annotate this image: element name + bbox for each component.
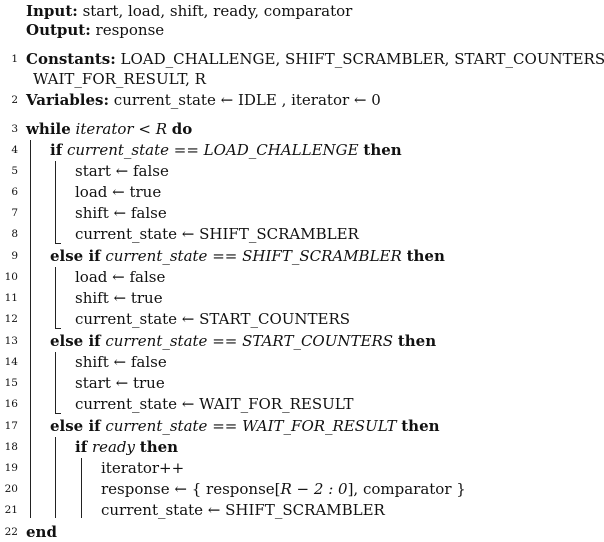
output-label: Output:	[26, 21, 91, 39]
line-number: 20	[4, 483, 18, 495]
algorithm-line: while iterator < R do	[26, 119, 192, 139]
condition: current_state	[105, 332, 208, 350]
algorithm-line: shift ← false	[75, 353, 167, 371]
elseif-block-end-tick	[55, 328, 61, 329]
condition: START_COUNTERS	[242, 332, 394, 350]
line-number: 12	[4, 313, 18, 325]
keyword: else if	[50, 417, 101, 435]
condition: LOAD_CHALLENGE	[203, 141, 359, 159]
algorithm-line: start ← true	[75, 374, 165, 392]
line-text: response ← { response[	[101, 480, 281, 498]
operator: ==	[207, 417, 243, 435]
line-number: 16	[4, 398, 18, 410]
keyword: if	[50, 141, 63, 159]
algorithm-line: if ready then	[75, 437, 178, 457]
algorithm-line: shift ← false	[75, 204, 167, 222]
operator: ==	[207, 332, 243, 350]
algorithm-line: else if current_state == WAIT_FOR_RESULT…	[50, 416, 440, 436]
condition: SHIFT_SCRAMBLER	[242, 247, 402, 265]
condition: ready	[91, 438, 136, 456]
algorithm-line: current_state ← WAIT_FOR_RESULT	[75, 395, 354, 413]
input-label: Input:	[26, 2, 78, 20]
keyword: while	[26, 120, 71, 138]
algorithm-line-continued: WAIT_FOR_RESULT, R	[33, 69, 206, 89]
line-number: 6	[11, 186, 18, 198]
line-number: 1	[11, 53, 18, 65]
keyword: then	[397, 332, 437, 350]
line-number: 19	[4, 462, 18, 474]
algorithm-line: iterator++	[101, 459, 185, 477]
line-text: current_state ← IDLE , iterator ← 0	[113, 91, 381, 109]
keyword: then	[363, 141, 402, 159]
operator: ==	[168, 141, 204, 159]
algorithm-line: end	[26, 523, 57, 541]
algorithm-line: Variables: current_state ← IDLE , iterat…	[26, 90, 381, 110]
line-number: 13	[4, 335, 18, 347]
line-number: 7	[11, 207, 18, 219]
line-number: 5	[11, 165, 18, 177]
math-expr: R − 2 : 0	[280, 480, 348, 498]
if-block-guide	[55, 161, 56, 243]
elseif-block-end-tick	[55, 413, 61, 414]
keyword: else if	[50, 332, 101, 350]
output-text: response	[95, 21, 165, 39]
line-number: 15	[4, 377, 18, 389]
line-text: WAIT_FOR_RESULT, R	[33, 70, 206, 88]
algorithm-line: else if current_state == SHIFT_SCRAMBLER…	[50, 246, 445, 266]
algorithm-line: current_state ← SHIFT_SCRAMBLER	[75, 225, 359, 243]
line-number: 14	[4, 356, 18, 368]
algorithm-line: Constants: LOAD_CHALLENGE, SHIFT_SCRAMBL…	[26, 49, 604, 69]
keyword: then	[406, 247, 445, 265]
algorithm-line: start ← false	[75, 162, 169, 180]
keyword: Constants:	[26, 50, 116, 68]
keyword: then	[139, 438, 179, 456]
input-text: start, load, shift, ready, comparator	[82, 2, 353, 20]
algorithm-line: load ← false	[75, 268, 166, 286]
keyword: do	[171, 120, 193, 138]
line-text: LOAD_CHALLENGE, SHIFT_SCRAMBLER, START_C…	[120, 50, 604, 68]
algorithm-line: load ← true	[75, 183, 162, 201]
line-number: 21	[4, 504, 18, 516]
keyword: then	[401, 417, 440, 435]
line-number: 11	[4, 292, 18, 304]
line-number: 10	[4, 271, 18, 283]
line-number: 3	[11, 123, 18, 135]
input-line: Input: start, load, shift, ready, compar…	[26, 1, 352, 21]
line-text: ], comparator }	[347, 480, 466, 498]
inner-if-block-guide	[81, 458, 82, 518]
condition: WAIT_FOR_RESULT	[242, 417, 397, 435]
condition: current_state	[105, 247, 208, 265]
algorithm-line: if current_state == LOAD_CHALLENGE then	[50, 140, 402, 160]
condition: current_state	[66, 141, 169, 159]
algorithm-line: shift ← true	[75, 289, 163, 307]
line-number: 2	[11, 94, 18, 106]
if-block-end-tick	[55, 243, 61, 244]
output-line: Output: response	[26, 20, 164, 40]
line-number: 8	[11, 228, 18, 240]
line-number: 17	[4, 420, 18, 432]
keyword: else if	[50, 247, 101, 265]
keyword: if	[75, 438, 88, 456]
condition: iterator < R	[75, 120, 167, 138]
operator: ==	[207, 247, 243, 265]
line-number: 22	[4, 526, 18, 538]
algorithm-line: else if current_state == START_COUNTERS …	[50, 331, 436, 351]
line-number: 9	[11, 250, 18, 262]
keyword: Variables:	[26, 91, 110, 109]
line-number: 18	[4, 441, 18, 453]
condition: current_state	[105, 417, 208, 435]
elseif-block-guide	[55, 267, 56, 328]
algorithm-line: current_state ← START_COUNTERS	[75, 310, 351, 328]
elseif-block-guide	[55, 437, 56, 518]
line-number: 4	[11, 144, 18, 156]
while-block-guide	[30, 140, 31, 518]
algorithm-line: current_state ← SHIFT_SCRAMBLER	[101, 501, 385, 519]
algorithm-line: response ← { response[R − 2 : 0], compar…	[101, 479, 466, 499]
elseif-block-guide	[55, 352, 56, 413]
